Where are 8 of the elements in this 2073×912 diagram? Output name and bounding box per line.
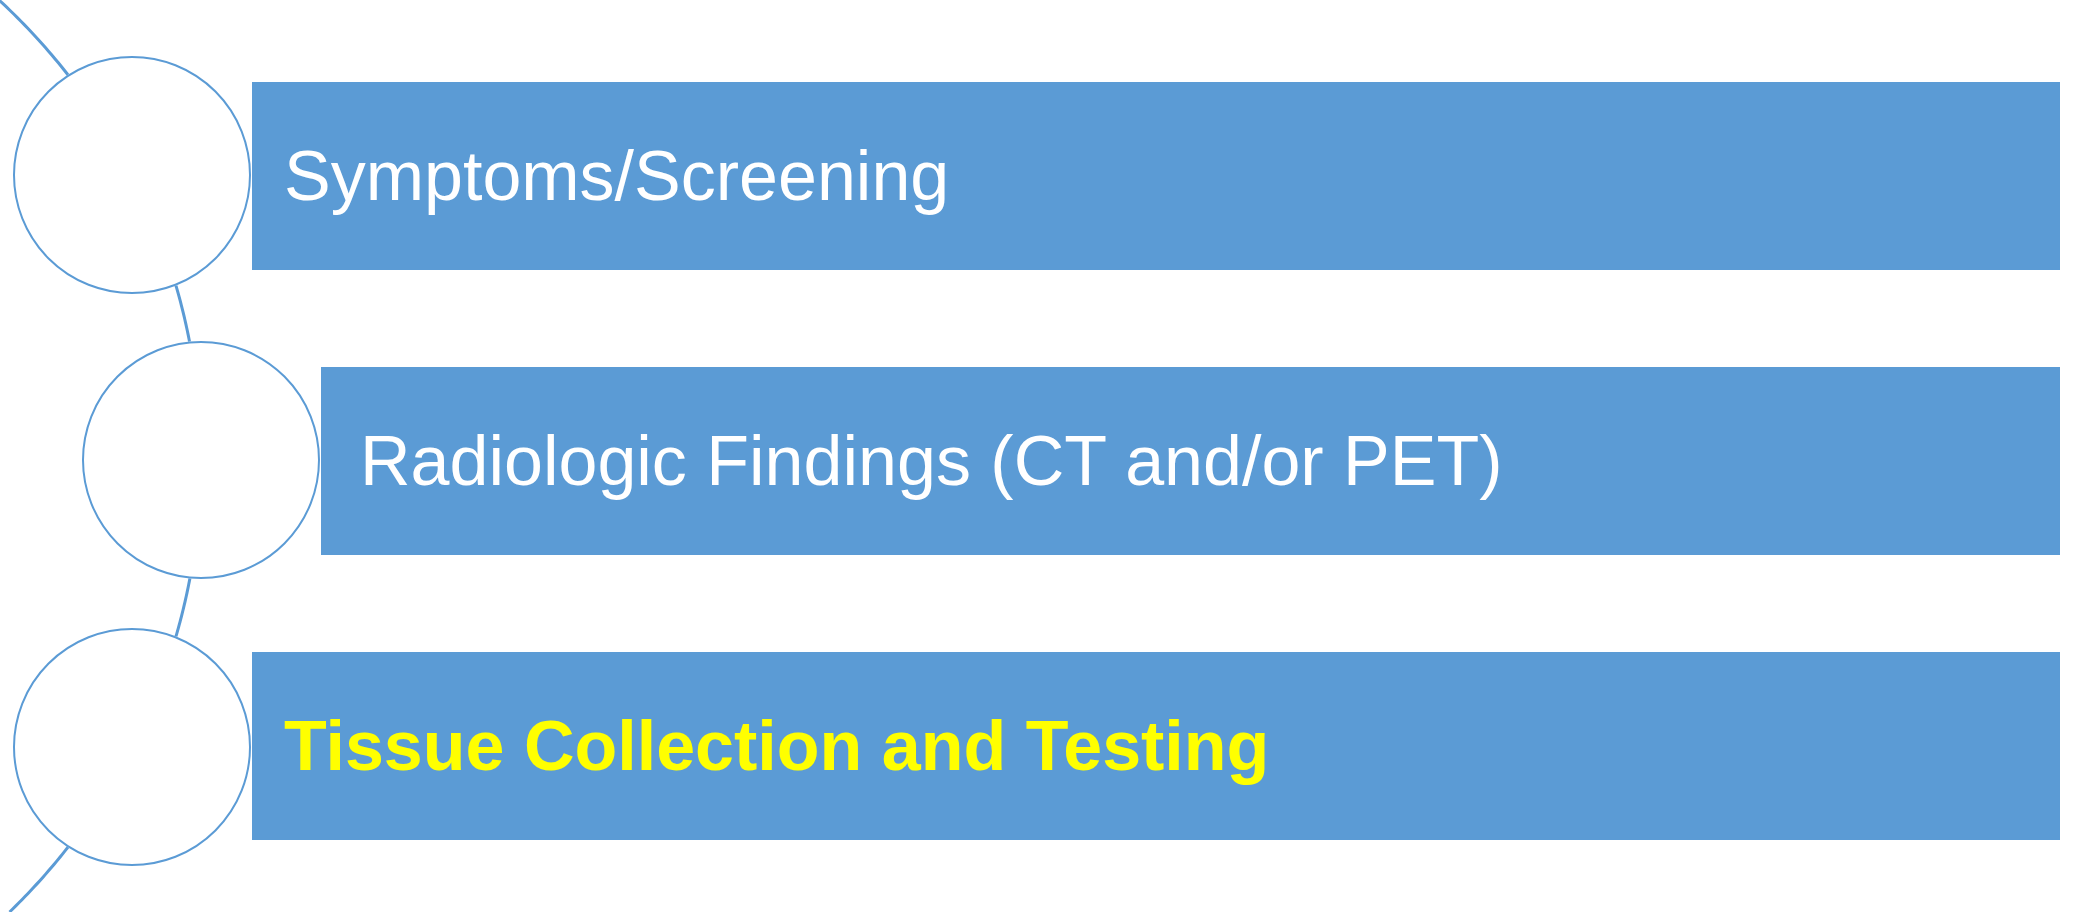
list-bar [321, 367, 2060, 555]
connector-arc [174, 285, 191, 342]
list-bar [252, 82, 2060, 270]
list-bar [252, 652, 2060, 840]
step-label: Symptoms/Screening [284, 136, 950, 216]
step-label: Radiologic Findings (CT and/or PET) [360, 421, 1503, 501]
step-label: Tissue Collection and Testing [284, 706, 1270, 786]
connector-arc [174, 578, 192, 637]
